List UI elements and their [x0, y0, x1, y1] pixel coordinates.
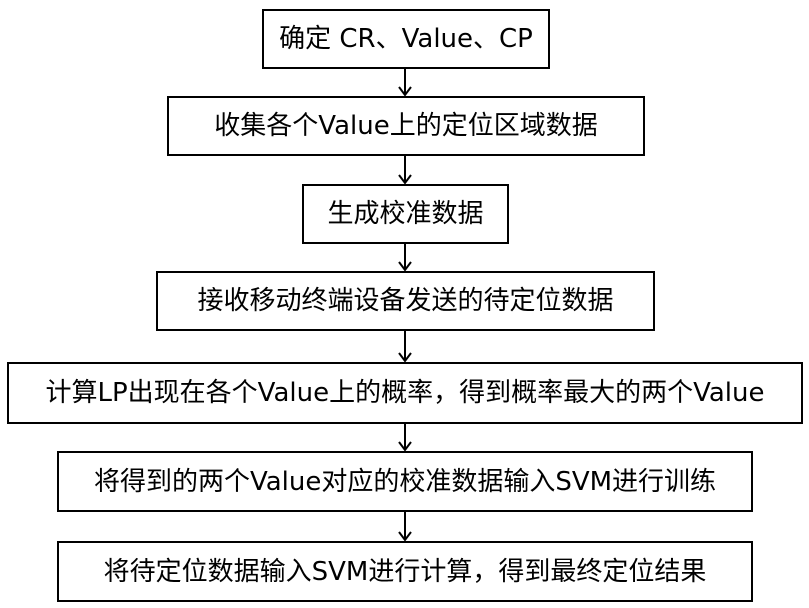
step-7-label: 将待定位数据输入SVM进行计算，得到最终定位结果	[103, 556, 707, 587]
arrowhead-2-to-3	[398, 174, 412, 185]
step-6-box: 将得到的两个Value对应的校准数据输入SVM进行训练	[57, 451, 753, 512]
step-6-label: 将得到的两个Value对应的校准数据输入SVM进行训练	[93, 466, 717, 497]
step-1-label: 确定 CR、Value、CP	[279, 24, 533, 54]
arrowhead-5-to-6	[398, 441, 412, 452]
arrowhead-6-to-7	[398, 531, 412, 542]
step-5-box: 计算LP出现在各个Value上的概率，得到概率最大的两个Value	[7, 362, 803, 424]
arrowhead-1-to-2	[398, 86, 412, 97]
arrowhead-3-to-4	[398, 261, 412, 272]
step-7-box: 将待定位数据输入SVM进行计算，得到最终定位结果	[57, 541, 753, 602]
arrowhead-4-to-5	[398, 352, 412, 363]
step-3-box: 生成校准数据	[302, 184, 509, 244]
step-1-box: 确定 CR、Value、CP	[262, 9, 550, 69]
step-5-label: 计算LP出现在各个Value上的概率，得到概率最大的两个Value	[45, 378, 765, 408]
step-3-label: 生成校准数据	[327, 199, 484, 229]
step-2-label: 收集各个Value上的定位区域数据	[214, 111, 598, 141]
step-2-box: 收集各个Value上的定位区域数据	[167, 96, 645, 156]
step-4-box: 接收移动终端设备发送的待定位数据	[156, 271, 655, 331]
step-4-label: 接收移动终端设备发送的待定位数据	[197, 286, 614, 316]
